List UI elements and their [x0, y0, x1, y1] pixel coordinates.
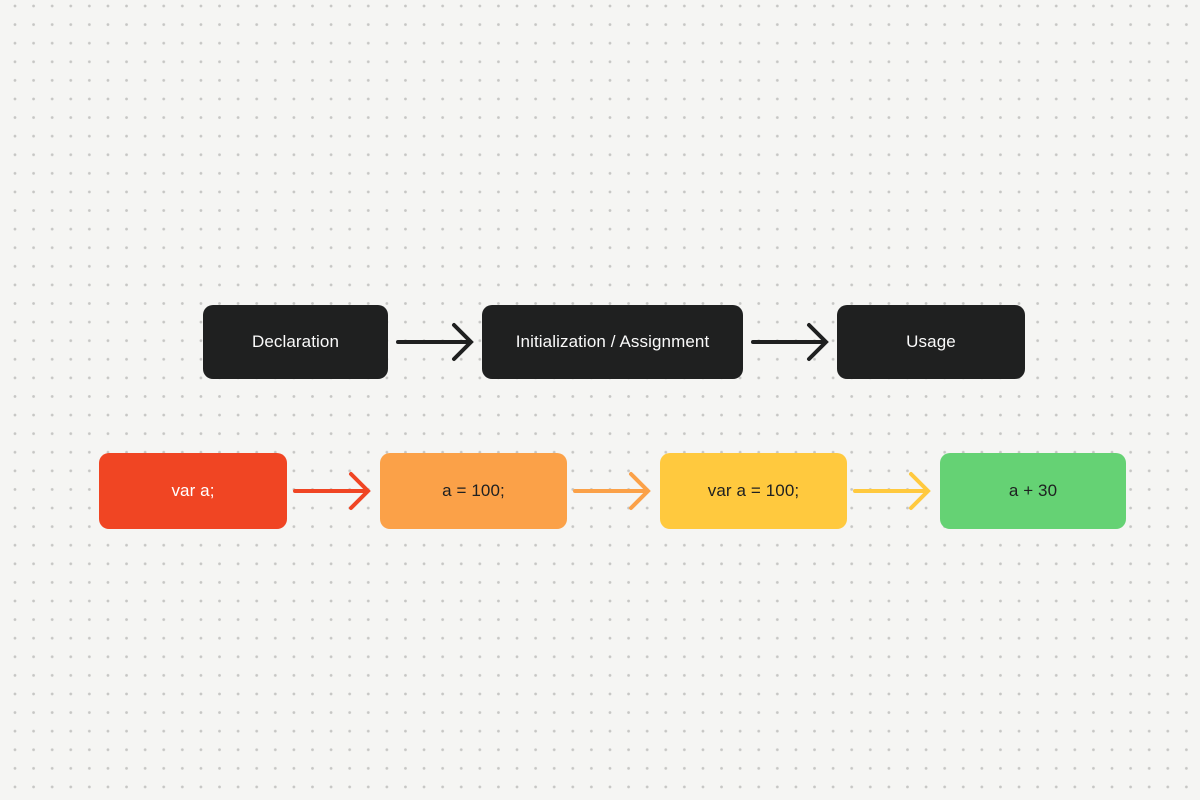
- node-usage[interactable]: Usage: [837, 305, 1025, 379]
- arrow-right-icon: [853, 472, 931, 510]
- node-var-a-equals-100[interactable]: var a = 100;: [660, 453, 847, 529]
- node-declaration-label: Declaration: [251, 332, 340, 351]
- node-initialization-assignment[interactable]: Initialization / Assignment: [482, 305, 743, 379]
- arrow-right-icon: [396, 323, 474, 361]
- connector-combined-to-usage[interactable]: [853, 469, 933, 513]
- arrow-right-icon: [293, 472, 371, 510]
- connector-declaration-to-initialization[interactable]: [396, 320, 476, 364]
- connector-initialization-to-usage[interactable]: [751, 320, 831, 364]
- node-var-a-equals-100-label: var a = 100;: [707, 481, 800, 500]
- arrow-right-icon: [573, 472, 651, 510]
- connector-var-a-to-assignment[interactable]: [293, 469, 373, 513]
- node-var-a-label: var a;: [171, 481, 215, 500]
- node-var-a[interactable]: var a;: [99, 453, 287, 529]
- arrow-right-icon: [751, 323, 829, 361]
- connector-assignment-to-combined[interactable]: [573, 469, 653, 513]
- node-a-plus-30[interactable]: a + 30: [940, 453, 1126, 529]
- node-initialization-assignment-label: Initialization / Assignment: [515, 332, 710, 351]
- node-a-equals-100[interactable]: a = 100;: [380, 453, 567, 529]
- node-a-plus-30-label: a + 30: [1008, 481, 1058, 500]
- node-usage-label: Usage: [906, 332, 956, 351]
- node-a-equals-100-label: a = 100;: [442, 481, 505, 500]
- node-declaration[interactable]: Declaration: [203, 305, 388, 379]
